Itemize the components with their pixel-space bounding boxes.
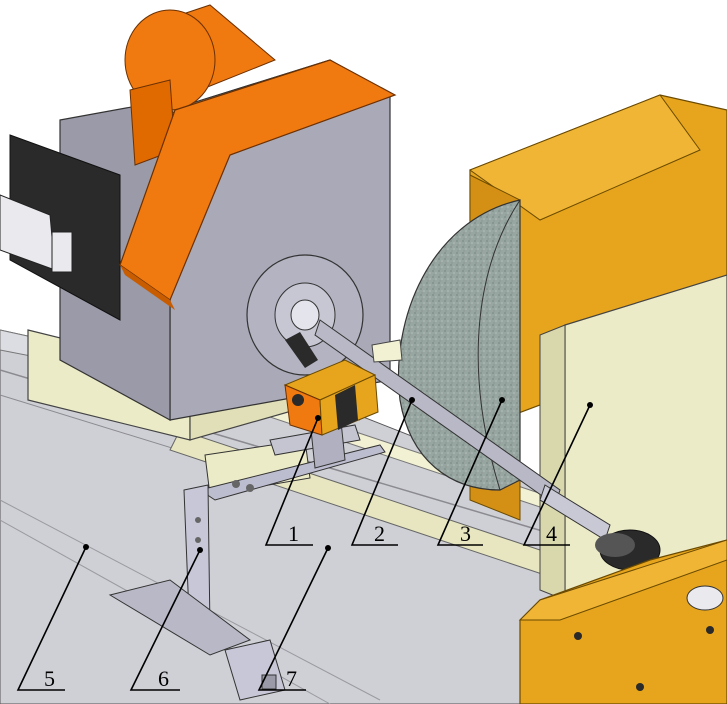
callout-6: 6 — [158, 666, 169, 691]
callout-5: 5 — [44, 666, 55, 691]
grinding-wheel — [397, 199, 521, 491]
callout-3: 3 — [460, 521, 471, 546]
wheel-head-block — [539, 274, 727, 601]
sensor-bracket — [108, 411, 386, 701]
callout-1: 1 — [288, 521, 299, 546]
callout-4: 4 — [546, 521, 557, 546]
drive-motor — [119, 4, 397, 310]
workpiece-shaft — [314, 319, 661, 571]
laser-sensor — [283, 359, 379, 436]
callout-2: 2 — [374, 521, 385, 546]
tailstock — [518, 539, 727, 704]
callout-lines — [16, 399, 591, 691]
callout-7: 7 — [286, 666, 297, 691]
